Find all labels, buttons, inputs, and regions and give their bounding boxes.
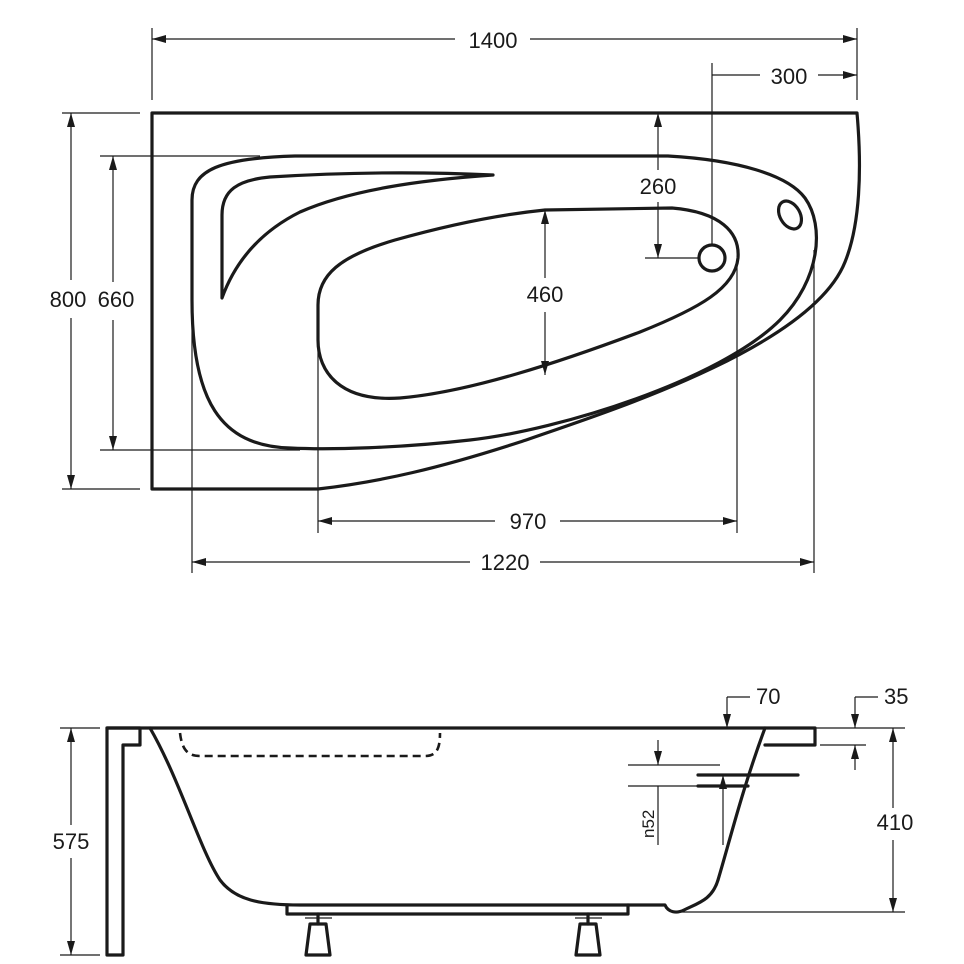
- dim-basin-width: 660: [98, 155, 300, 451]
- dim-total-height: 575: [53, 727, 100, 956]
- foot-right: [574, 912, 602, 957]
- dim-rim-thickness: 35: [820, 684, 908, 770]
- dim-label-overall-width: 800: [50, 287, 87, 312]
- dim-label-rim-width: 70: [756, 684, 780, 709]
- front-panel: [105, 726, 142, 957]
- dim-overall-width: 800: [50, 112, 140, 490]
- dim-drain-offset: 300: [711, 63, 857, 245]
- dim-bottom-width: 460: [527, 210, 564, 375]
- dim-label-basin-width: 660: [98, 287, 135, 312]
- dim-label-bottom-length: 970: [510, 509, 547, 534]
- basin-bottom: [316, 206, 740, 400]
- top-view: 1400 300 800 660: [50, 28, 862, 575]
- side-basin: [148, 726, 767, 914]
- dim-label-drain-depth: 260: [640, 174, 677, 199]
- dim-drain-depth: 260: [640, 113, 700, 259]
- dim-label-overall-length: 1400: [469, 28, 518, 53]
- dim-label-basin-length: 1220: [481, 550, 530, 575]
- dim-label-overflow-offset: n52: [639, 810, 658, 838]
- dim-bottom-length: 970: [317, 260, 738, 534]
- dim-basin-depth: 410: [680, 727, 914, 913]
- headrest-recess: [178, 732, 442, 758]
- dim-overall-length: 1400: [151, 28, 858, 100]
- drain-hole: [697, 243, 727, 273]
- side-view: n52 70 35 410: [53, 684, 914, 957]
- armrest-recess: [220, 171, 495, 300]
- dim-label-rim-thickness: 35: [884, 684, 908, 709]
- foot-left: [304, 912, 332, 957]
- dim-label-drain-offset: 300: [771, 64, 808, 89]
- base-frame: [285, 903, 630, 916]
- dim-basin-length: 1220: [191, 250, 815, 575]
- overflow-marks: n52: [628, 740, 800, 845]
- dim-rim-width: 70: [723, 684, 780, 728]
- dim-label-basin-depth: 410: [877, 810, 914, 835]
- overflow-hole: [776, 199, 804, 231]
- dim-label-bottom-width: 460: [527, 282, 564, 307]
- basin-rim: [190, 154, 819, 451]
- side-rim: [105, 726, 817, 747]
- dim-label-total-height: 575: [53, 829, 90, 854]
